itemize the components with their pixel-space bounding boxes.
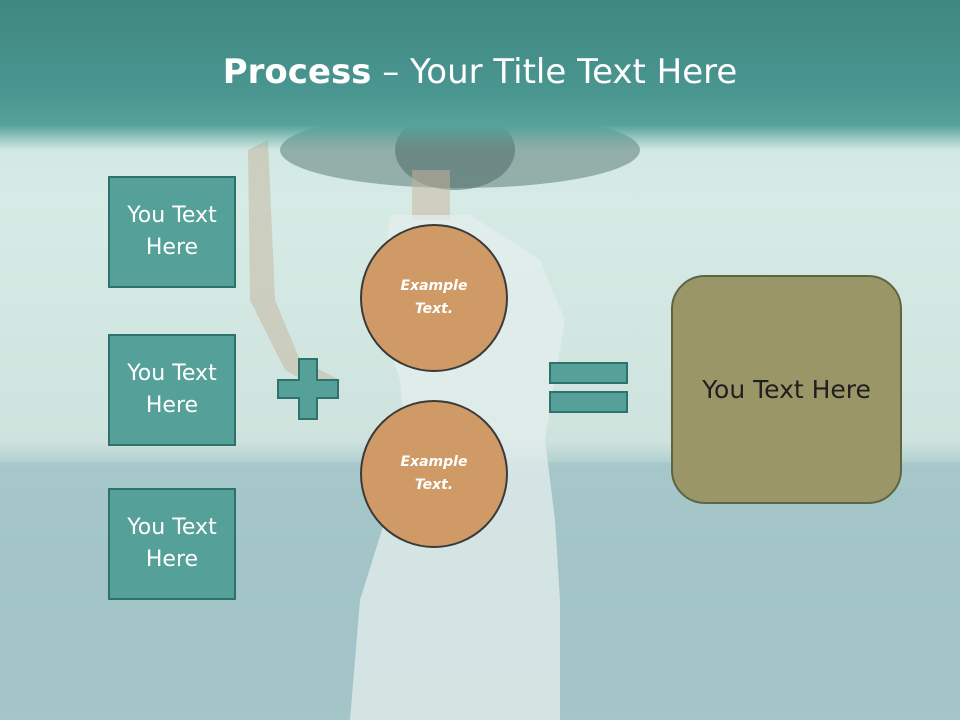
result-box[interactable]: You Text Here	[671, 275, 902, 504]
text-box-3[interactable]: You Text Here	[108, 488, 236, 600]
equals-icon	[549, 362, 628, 413]
text-box-2[interactable]: You Text Here	[108, 334, 236, 446]
slide-title: Process – Your Title Text Here	[0, 52, 960, 92]
text-box-1[interactable]: You Text Here	[108, 176, 236, 288]
plus-icon	[277, 358, 339, 420]
title-rest: – Your Title Text Here	[371, 52, 738, 92]
title-bar	[0, 0, 960, 150]
example-circle-2[interactable]: Example Text.	[360, 400, 508, 548]
example-circle-1[interactable]: Example Text.	[360, 224, 508, 372]
title-bold: Process	[222, 52, 372, 92]
